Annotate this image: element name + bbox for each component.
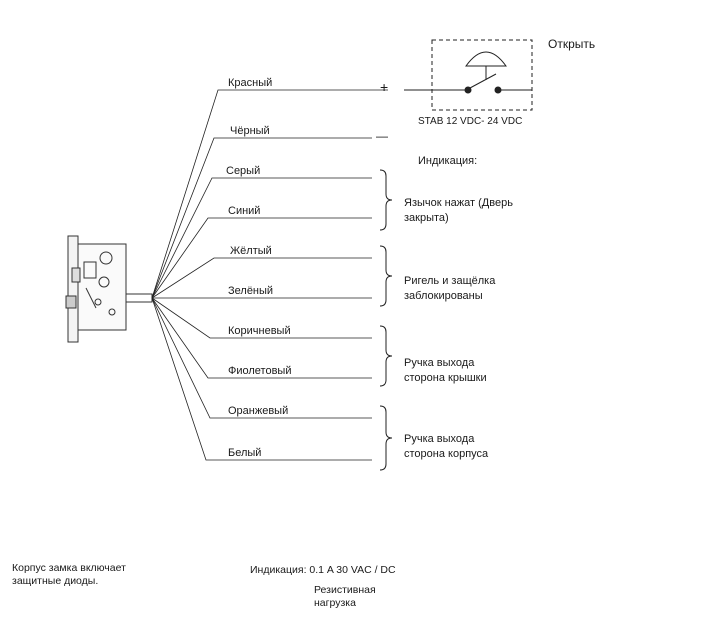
wire-label-red: Красный xyxy=(228,77,273,89)
load-note: Резистивная нагрузка xyxy=(314,584,376,609)
wire-fan xyxy=(151,89,388,461)
indication-group-3: Ручка выхода сторона крышки xyxy=(404,357,487,384)
supply-label: STAB 12 VDC- 24 VDC xyxy=(418,116,523,127)
indication-group-2: Ригель и защёлка заблокированы xyxy=(404,275,496,302)
wire-label-orange: Оранжевый xyxy=(228,405,289,417)
wire-label-brown: Коричневый xyxy=(228,325,291,337)
switch-label: Открыть xyxy=(548,37,596,51)
rating-note: Индикация: 0.1 A 30 VAC / DC xyxy=(250,564,396,576)
wire-label-black: Чёрный xyxy=(230,125,270,137)
wire-label-green: Зелёный xyxy=(228,285,274,297)
diodes-note: Корпус замка включает защитные диоды. xyxy=(12,562,126,587)
wire-label-yellow: Жёлтый xyxy=(230,245,272,257)
indication-group-4: Ручка выхода сторона корпуса xyxy=(404,433,489,460)
indication-group-1: Язычок нажат (Дверь закрыта) xyxy=(404,197,513,224)
wire-label-gray: Серый xyxy=(226,165,261,177)
indication-braces xyxy=(379,169,393,471)
wire-label-blue: Синий xyxy=(228,205,261,217)
open-switch xyxy=(404,39,533,111)
mortise-lock-illustration xyxy=(65,235,153,343)
plus-sign: + xyxy=(380,79,389,95)
wire-label-white: Белый xyxy=(228,447,262,459)
wire-label-violet: Фиолетовый xyxy=(228,365,292,377)
minus-sign: — xyxy=(376,129,388,143)
indication-heading: Индикация: xyxy=(418,155,478,167)
